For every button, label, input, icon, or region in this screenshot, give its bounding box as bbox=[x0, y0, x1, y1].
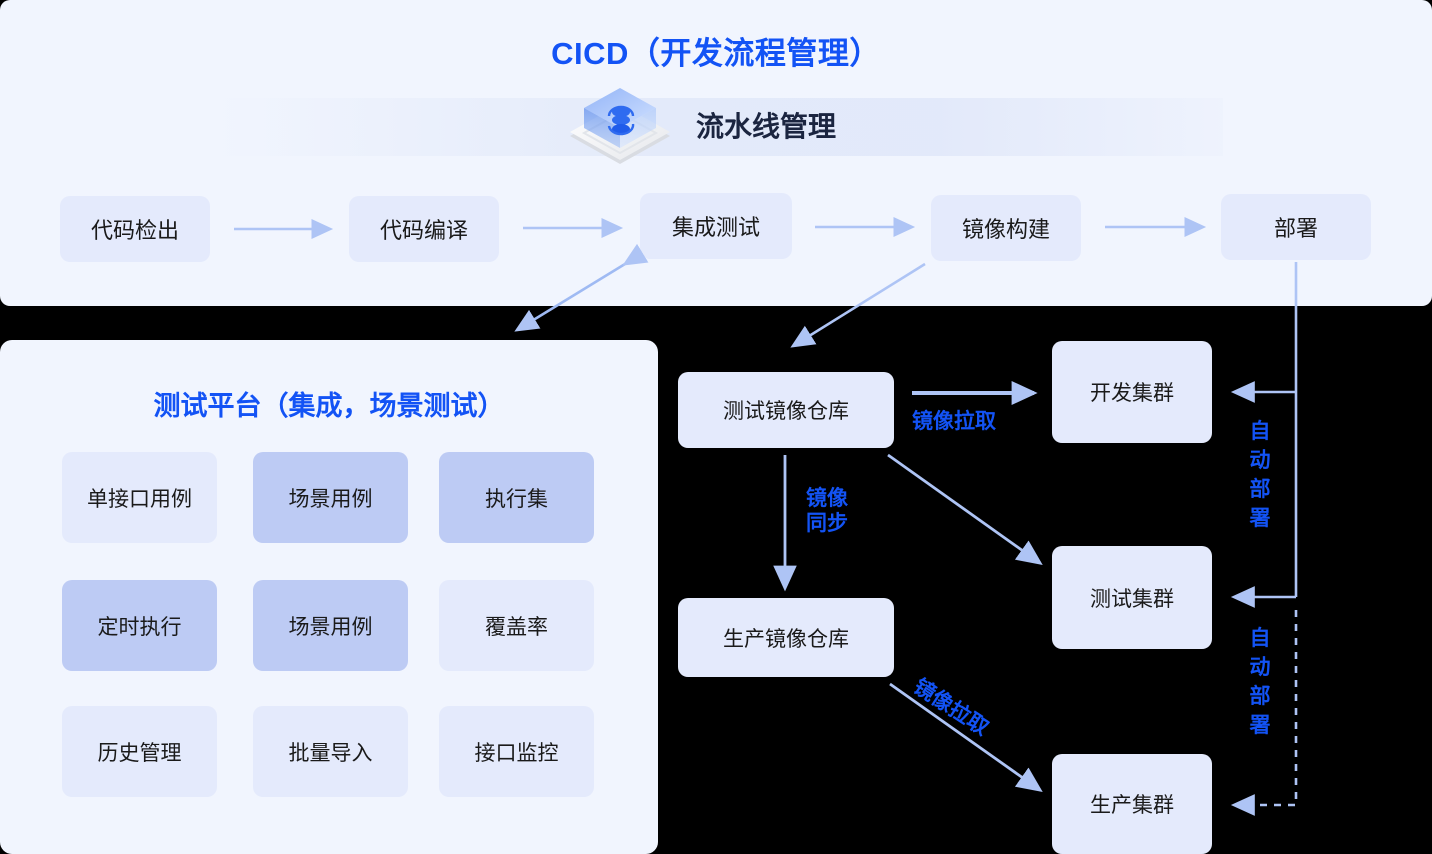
edge-label-auto-deploy-1: 自动部署 bbox=[1249, 420, 1271, 530]
node-dev-cluster[interactable]: 开发集群 bbox=[1052, 341, 1212, 443]
test-card-single-api-case[interactable]: 单接口用例 bbox=[62, 452, 217, 543]
header-gradient-band bbox=[215, 98, 1223, 156]
edge-test-registry-to-test-cluster bbox=[887, 453, 1043, 565]
test-card-scenario-case-1[interactable]: 场景用例 bbox=[253, 452, 408, 543]
pipeline-label: 流水线管理 bbox=[696, 111, 837, 142]
node-prod-image-registry[interactable]: 生产镜像仓库 bbox=[678, 598, 894, 677]
page-title: CICD（开发流程管理） bbox=[551, 36, 881, 71]
node-test-image-registry[interactable]: 测试镜像仓库 bbox=[678, 372, 894, 448]
stage-integration-test[interactable]: 集成测试 bbox=[640, 193, 792, 259]
test-card-scheduled-run[interactable]: 定时执行 bbox=[62, 580, 217, 671]
test-card-batch-import[interactable]: 批量导入 bbox=[253, 706, 408, 797]
test-card-history[interactable]: 历史管理 bbox=[62, 706, 217, 797]
stage-image-build[interactable]: 镜像构建 bbox=[931, 195, 1081, 261]
test-card-execution-set[interactable]: 执行集 bbox=[439, 452, 594, 543]
test-card-api-monitor[interactable]: 接口监控 bbox=[439, 706, 594, 797]
test-card-scenario-case-2[interactable]: 场景用例 bbox=[253, 580, 408, 671]
node-test-cluster[interactable]: 测试集群 bbox=[1052, 546, 1212, 649]
stage-code-checkout[interactable]: 代码检出 bbox=[60, 196, 210, 262]
test-platform-title: 测试平台（集成，场景测试） bbox=[153, 391, 505, 421]
edge-label-image-sync: 镜像 同步 bbox=[806, 487, 848, 535]
edge-label-auto-deploy-2: 自动部署 bbox=[1249, 627, 1271, 737]
edge-label-image-pull-prod: 镜像拉取 bbox=[909, 675, 993, 741]
pipeline-header: 流水线管理 bbox=[566, 86, 836, 164]
test-card-coverage[interactable]: 覆盖率 bbox=[439, 580, 594, 671]
stage-code-build[interactable]: 代码编译 bbox=[349, 196, 499, 262]
node-prod-cluster[interactable]: 生产集群 bbox=[1052, 754, 1212, 854]
edge-prod-registry-to-prod-cluster bbox=[889, 682, 1043, 792]
edge-label-image-pull-dev: 镜像拉取 bbox=[912, 410, 996, 433]
pipeline-cube-icon bbox=[566, 86, 674, 164]
stage-deploy[interactable]: 部署 bbox=[1221, 194, 1371, 260]
